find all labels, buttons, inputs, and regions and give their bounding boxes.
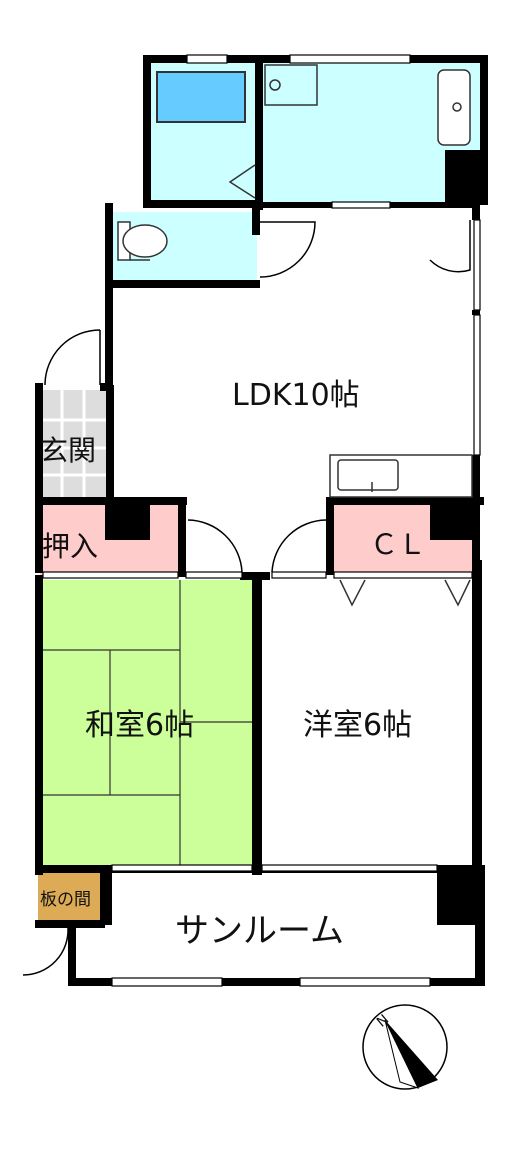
wood-floor: [38, 872, 104, 922]
room-label-ldk: LDK10帖: [232, 378, 360, 413]
entrance-floor: [40, 390, 106, 498]
room-label-closet-right: ＣＬ: [370, 528, 426, 561]
room-label-japanese-room: 和室6帖: [85, 708, 194, 743]
walls: [35, 55, 488, 986]
room-label-sunroom: サンルーム: [175, 911, 344, 951]
room-label-closet-left: 押入: [42, 530, 98, 563]
room-label-western-room: 洋室6帖: [303, 708, 412, 743]
door-swings: [22, 220, 471, 976]
tatami-lines: [40, 580, 255, 865]
room-label-wood-floor: 板の間: [40, 890, 91, 910]
western-room-floor: [262, 580, 472, 865]
entrance-tile-grid: [40, 390, 106, 498]
compass-north-arrow-icon: N: [362, 1004, 448, 1090]
bathtub: [156, 71, 246, 123]
fixtures: [117, 64, 473, 607]
windows: [42, 54, 481, 987]
room-label-entrance: 玄関: [40, 434, 96, 467]
